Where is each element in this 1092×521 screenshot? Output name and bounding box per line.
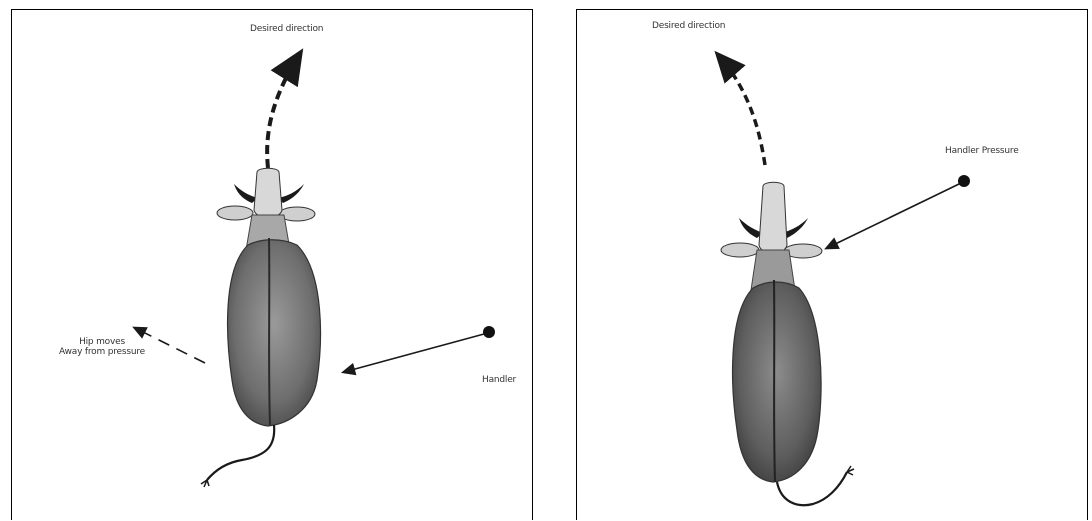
- right-diagram-panel: Desired direction Handler Pressure: [576, 9, 1088, 520]
- desired-direction-arrow: [719, 56, 765, 165]
- handler-pressure-arrow: [827, 184, 959, 248]
- desired-direction-label: Desired direction: [652, 21, 725, 32]
- cow-illustration: [201, 168, 320, 487]
- left-diagram-panel: Desired direction Hip moves Away from pr…: [11, 9, 533, 520]
- hip-moves-label-line2: Away from pressure: [32, 347, 172, 358]
- desired-direction-arrow: [267, 55, 299, 168]
- handler-dot: [958, 175, 970, 187]
- handler-pressure-label: Handler Pressure: [945, 146, 1019, 157]
- cow-illustration: [721, 182, 854, 505]
- right-diagram-drawing: [577, 10, 1089, 521]
- handler-label: Handler: [482, 375, 516, 386]
- desired-direction-label: Desired direction: [250, 24, 323, 35]
- left-diagram-drawing: [12, 10, 534, 521]
- handler-pressure-arrow: [344, 334, 484, 372]
- handler-dot: [483, 326, 495, 338]
